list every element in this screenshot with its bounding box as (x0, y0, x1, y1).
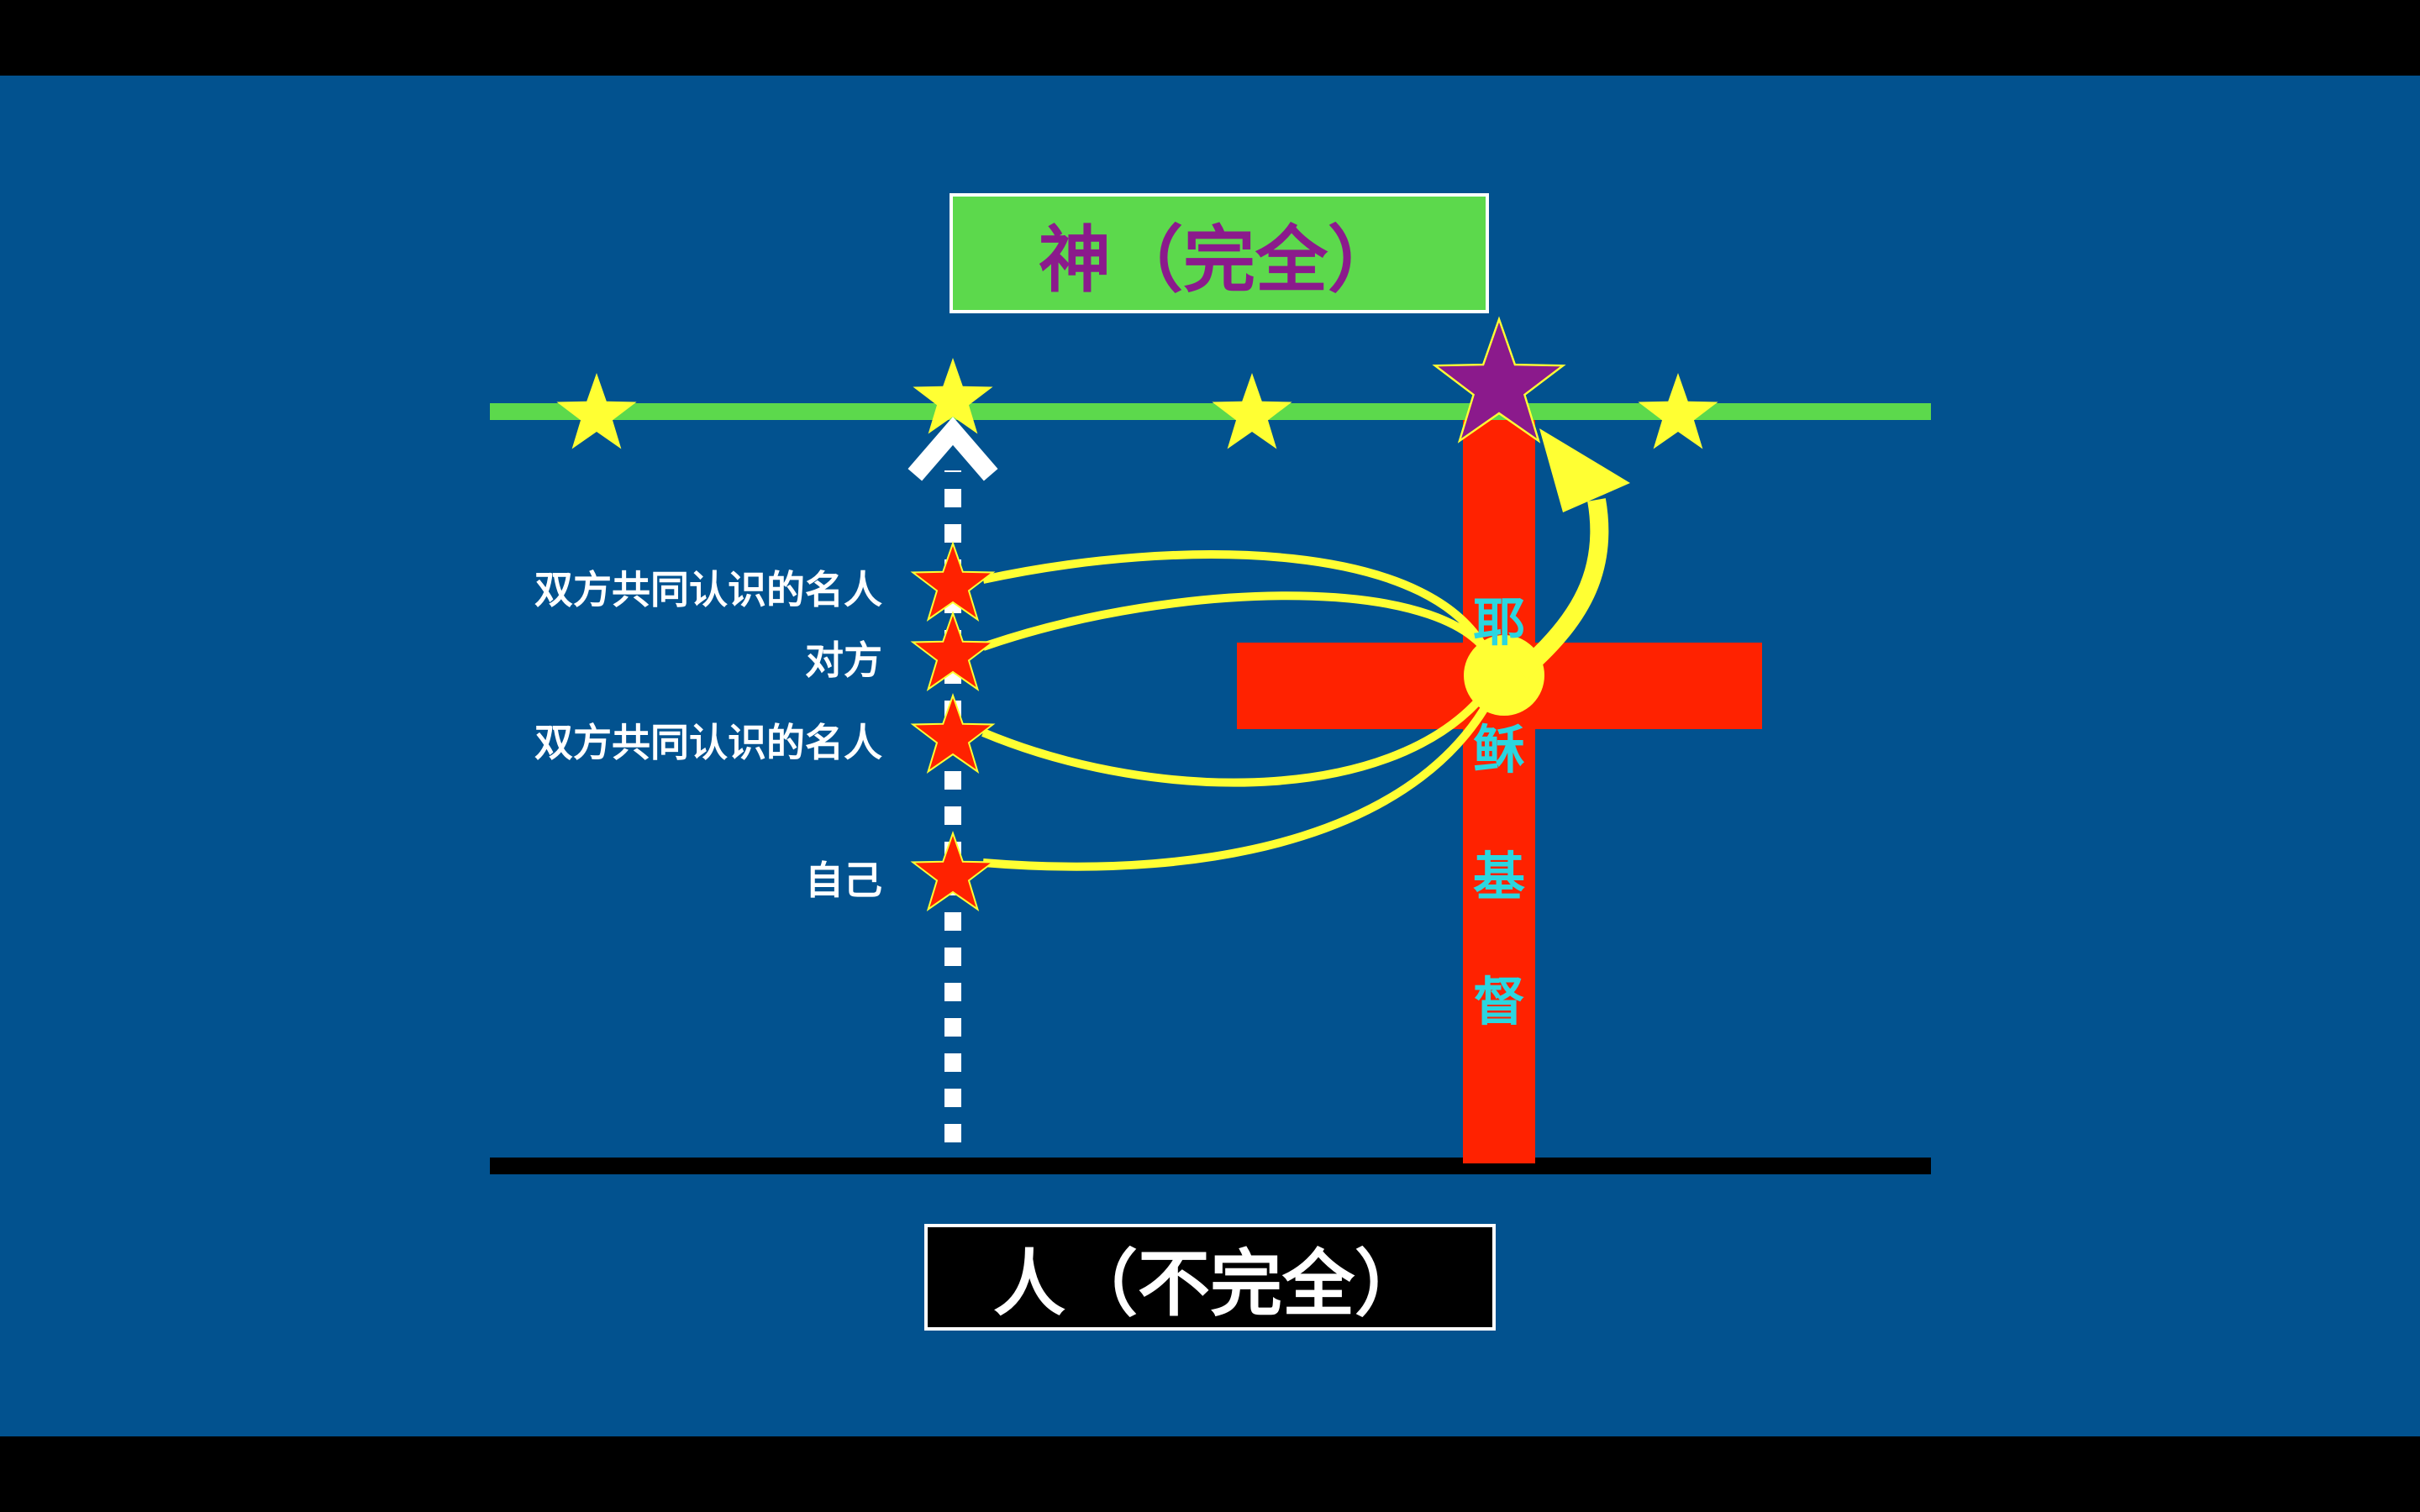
jesus-char-1: 耶 (1472, 591, 1525, 653)
jesus-char-3: 基 (1472, 846, 1525, 907)
curved-arrow-icon (1514, 428, 1630, 680)
god-box: 神（完全） (950, 193, 1489, 313)
man-line (490, 1158, 1931, 1174)
jesus-char-2: 稣 (1472, 719, 1525, 780)
god-line (490, 403, 1931, 420)
man-box: 人（不完全） (924, 1224, 1496, 1331)
person-label-self: 自己 (805, 858, 882, 903)
dotted-arrow-icon (908, 417, 998, 1142)
junction-circle (1464, 635, 1544, 716)
connection-curves (981, 550, 1502, 871)
god-label: 神（完全） (1039, 218, 1400, 302)
person-label-mutual-1: 双方共同认识的名人 (534, 567, 882, 612)
person-label-other: 对方 (805, 638, 882, 683)
jesus-char-4: 督 (1472, 971, 1525, 1032)
person-label-mutual-2: 双方共同认识的名人 (534, 720, 882, 765)
man-label: 人（不完全） (993, 1242, 1427, 1326)
